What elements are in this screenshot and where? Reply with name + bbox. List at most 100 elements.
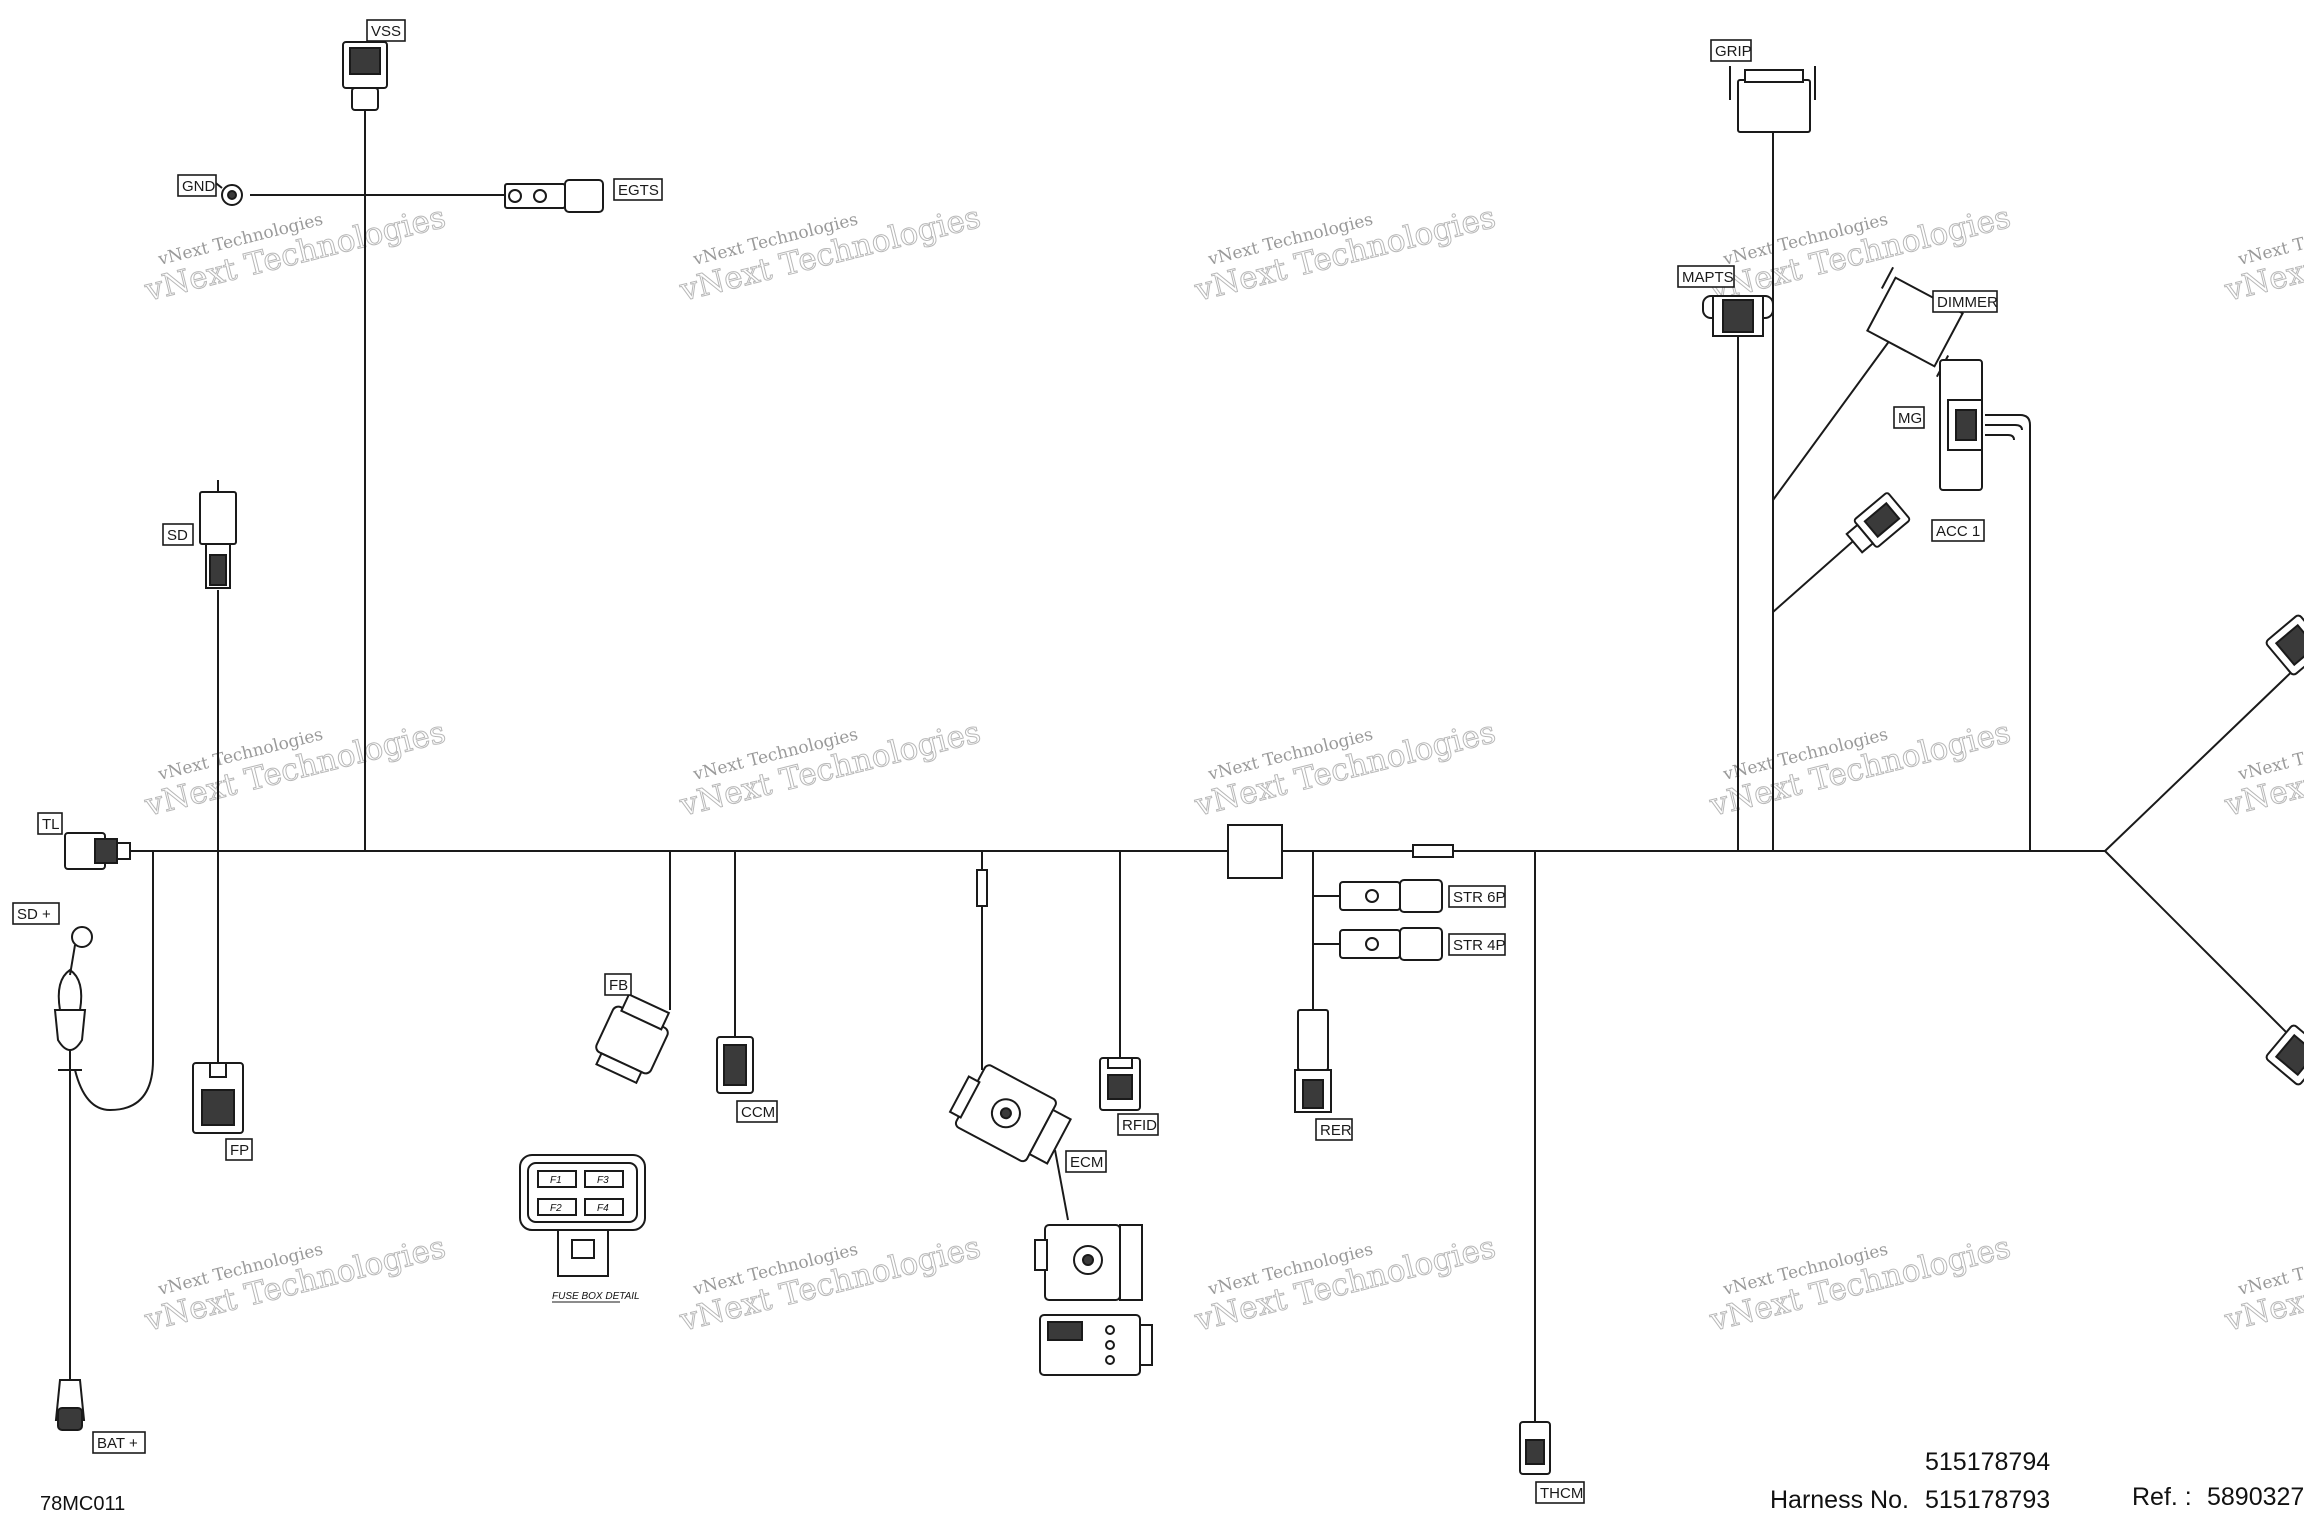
label-acc1: ACC 1: [1931, 519, 1985, 542]
label-sd-plus: SD +: [12, 902, 60, 925]
str6p-connector[interactable]: [1339, 879, 1443, 913]
thcm-connector[interactable]: [1519, 1421, 1551, 1475]
egts-connector[interactable]: [504, 179, 604, 213]
fp-connector[interactable]: [192, 1062, 244, 1134]
svg-text:STR 6P: STR 6P: [1453, 889, 1506, 906]
harness-label: Harness No.: [1770, 1486, 1909, 1514]
svg-text:F4: F4: [597, 1203, 609, 1214]
watermark: vNext Technologies vNext Technologies: [675, 1229, 984, 1340]
fb-connector[interactable]: [589, 991, 676, 1086]
label-str4p: STR 4P: [1448, 933, 1506, 956]
ecm-link-wire: [1054, 1149, 1069, 1221]
watermark: vNext Technologies vNext Technologies: [140, 714, 449, 825]
fuse-box-caption: FUSE BOX DETAIL: [552, 1291, 640, 1302]
splice-box: [1227, 824, 1283, 879]
svg-text:F2: F2: [550, 1203, 562, 1214]
ecm-connector-lower[interactable]: [1039, 1314, 1153, 1376]
svg-text:BAT +: BAT +: [97, 1435, 138, 1452]
svg-text:ECM: ECM: [1070, 1154, 1103, 1171]
str4p-connector[interactable]: [1339, 927, 1443, 961]
svg-text:TL: TL: [42, 816, 60, 833]
watermark: vNext Technologies vNext Technologies: [2220, 1229, 2304, 1340]
label-egts: EGTS: [613, 178, 663, 201]
label-dimmer: DIMMER: [1932, 290, 1998, 313]
watermark: vNext Technologies vNext Technologies: [2220, 714, 2304, 825]
svg-text:VSS: VSS: [371, 23, 401, 40]
svg-text:DIMMER: DIMMER: [1937, 294, 1998, 311]
sd-plus-terminal[interactable]: [53, 926, 93, 1071]
label-ecm: ECM: [1065, 1150, 1107, 1173]
watermark: vNext Technologies vNext Technologies: [675, 714, 984, 825]
label-tl: TL: [37, 812, 63, 835]
ccm-connector[interactable]: [716, 1036, 754, 1094]
label-rfid: RFID: [1117, 1113, 1159, 1136]
label-gnd: GND: [177, 174, 217, 197]
watermark: vNext Technologies vNext Technologies: [2220, 199, 2304, 310]
mg-wire-2: [1985, 424, 2023, 431]
ref-number: 5890327: [2207, 1483, 2304, 1511]
label-bat-plus: BAT +: [92, 1431, 146, 1454]
svg-text:GRIP: GRIP: [1715, 43, 1752, 60]
wires: [69, 110, 2304, 1422]
label-str6p: STR 6P: [1448, 885, 1506, 908]
rfid-connector[interactable]: [1099, 1057, 1141, 1111]
ecm-connector-upper[interactable]: [945, 1059, 1075, 1172]
mapts-connector[interactable]: [1702, 295, 1774, 337]
fuse-box-detail: F1 F3 F2 F4 FUSE BOX DETAIL: [519, 1154, 646, 1303]
vss-connector[interactable]: [342, 41, 388, 111]
label-thcm: THCM: [1535, 1481, 1585, 1504]
drawing-code: 78MC011: [40, 1493, 125, 1515]
watermark: vNext Technologies vNext Technologies: [1190, 714, 1499, 825]
grip-connector[interactable]: [1729, 66, 1816, 133]
svg-text:SD +: SD +: [17, 906, 51, 923]
svg-text:FP: FP: [230, 1142, 249, 1159]
part-number-2: 515178793: [1925, 1486, 2050, 1514]
svg-text:FB: FB: [609, 977, 628, 994]
inline-fuse: [1412, 844, 1454, 858]
watermark: vNext Technologies vNext Technologies: [1190, 199, 1499, 310]
ecm-inline-fuse: [976, 869, 988, 907]
rer-connector[interactable]: [1294, 1009, 1332, 1113]
ref-label: Ref. :: [2132, 1483, 2192, 1511]
label-rer: RER: [1315, 1118, 1353, 1141]
fork-wire-upper: [2104, 659, 2304, 852]
label-fp: FP: [225, 1138, 253, 1161]
mg-wire-3: [1985, 434, 2015, 441]
right-edge-connector-lower[interactable]: [2265, 1024, 2304, 1086]
label-fb: FB: [604, 973, 632, 996]
svg-text:MG: MG: [1898, 410, 1922, 427]
svg-text:F1: F1: [550, 1175, 562, 1186]
svg-text:THCM: THCM: [1540, 1485, 1583, 1502]
svg-text:F3: F3: [597, 1175, 609, 1186]
bat-plus-terminal[interactable]: [54, 1379, 86, 1431]
label-grip: GRIP: [1710, 39, 1752, 62]
label-ccm: CCM: [736, 1100, 778, 1123]
tl-connector[interactable]: [64, 832, 131, 870]
ecm-connector-middle[interactable]: [1034, 1224, 1143, 1301]
sd-connector[interactable]: [199, 480, 237, 589]
watermark: vNext Technologies vNext Technologies: [675, 199, 984, 310]
mg-connector[interactable]: [1939, 359, 1983, 491]
svg-text:GND: GND: [182, 178, 216, 195]
svg-text:SD: SD: [167, 527, 188, 544]
svg-text:RER: RER: [1320, 1122, 1352, 1139]
acc1-connector[interactable]: [1843, 492, 1911, 557]
watermark: vNext Technologies vNext Technologies: [140, 1229, 449, 1340]
tl-loop-wire: [74, 850, 154, 1112]
acc1-wire: [1772, 534, 1861, 613]
label-mg: MG: [1893, 406, 1925, 429]
svg-text:MAPTS: MAPTS: [1682, 269, 1734, 286]
gnd-ring-terminal[interactable]: [211, 179, 243, 206]
label-vss: VSS: [366, 19, 406, 42]
watermark: vNext Technologies vNext Technologies: [140, 199, 449, 310]
right-edge-connector-upper[interactable]: [2265, 614, 2304, 676]
dimmer-wire: [1772, 339, 1891, 501]
svg-text:CCM: CCM: [741, 1104, 775, 1121]
watermark: vNext Technologies vNext Technologies: [1705, 1229, 2014, 1340]
svg-text:STR 4P: STR 4P: [1453, 937, 1506, 954]
svg-text:EGTS: EGTS: [618, 182, 659, 199]
fork-wire-lower: [2104, 850, 2304, 1051]
svg-text:RFID: RFID: [1122, 1117, 1157, 1134]
svg-text:ACC 1: ACC 1: [1936, 523, 1980, 540]
